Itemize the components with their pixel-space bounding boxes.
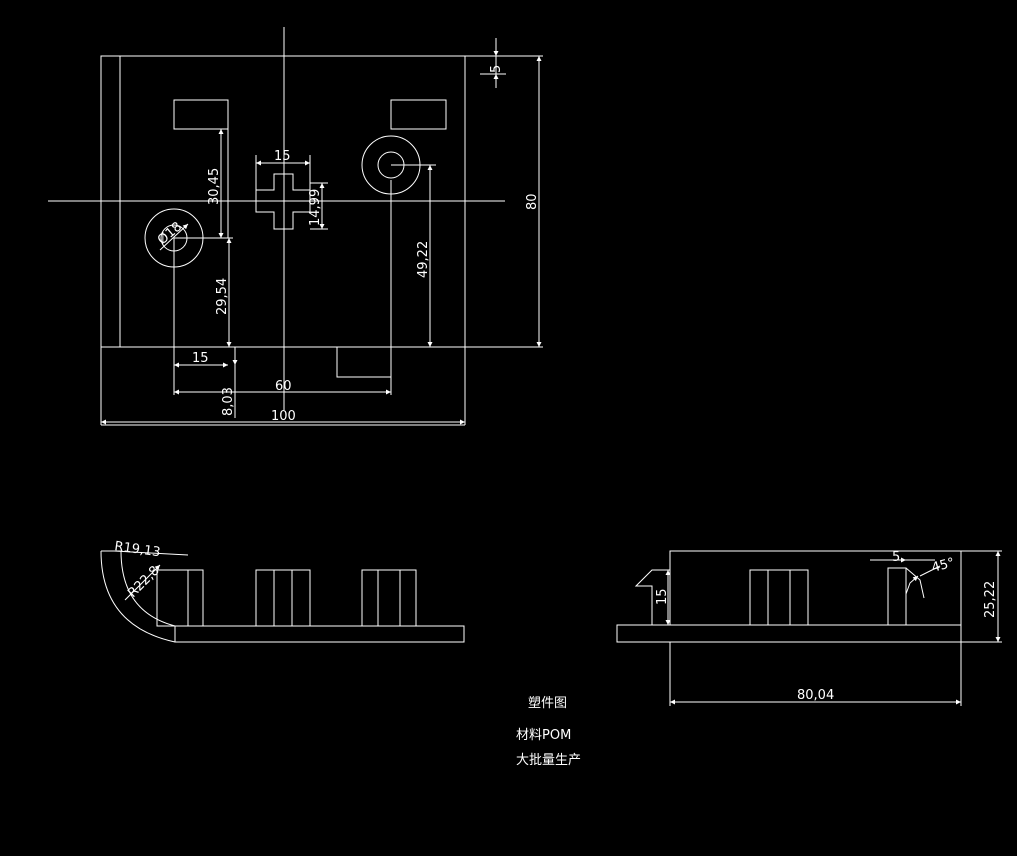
rib-right [361, 569, 417, 627]
top-view: 5 80 15 14,99 30,45 29,54 49,22 15 60 8,… [48, 27, 543, 426]
drawing-notes: 塑件图 材料POM 大批量生产 [516, 696, 581, 768]
rib-left [156, 569, 204, 627]
dim-15-bottom: 15 [192, 351, 209, 366]
section-view: R19,13 R22,8 [100, 539, 465, 643]
side-post [887, 567, 907, 625]
dim-r19-13: R19,13 [113, 539, 161, 560]
dim-49-22: 49,22 [416, 241, 431, 278]
dim-60: 60 [275, 379, 292, 394]
inner-arc [120, 550, 176, 627]
dim-15-cross: 15 [274, 149, 291, 164]
side-rib [749, 569, 809, 626]
dim-80: 80 [525, 193, 540, 210]
dim-angle-45: 45° [930, 555, 956, 575]
section-base [174, 625, 465, 643]
outer-arc [100, 550, 176, 643]
dim-30-45: 30,45 [207, 168, 222, 205]
note-production: 大批量生产 [516, 753, 581, 768]
bottom-notch [336, 347, 392, 378]
note-title: 塑件图 [528, 696, 567, 711]
dim-25-22: 25,22 [983, 581, 998, 618]
dim-14-99: 14,99 [308, 189, 323, 226]
dim-5-top: 5 [489, 65, 504, 73]
rib-middle-hatched [255, 569, 311, 627]
dim-side-5: 5 [892, 550, 900, 565]
slot-right [390, 99, 447, 130]
lower-lip-extension [100, 347, 466, 425]
dim-8-03: 8,03 [221, 387, 236, 416]
dim-hole-diameter: Ø18 [155, 219, 185, 248]
dim-100: 100 [271, 409, 296, 424]
slot-left [173, 99, 229, 130]
dim-29-54: 29,54 [215, 278, 230, 315]
side-hook [634, 569, 670, 625]
note-material: 材料POM [516, 728, 571, 743]
side-view: 5 45° 15 25,22 80,04 [616, 550, 1002, 706]
side-base [616, 624, 962, 643]
dim-80-04: 80,04 [797, 688, 834, 703]
side-body [669, 550, 962, 626]
dim-side-15: 15 [655, 588, 670, 605]
